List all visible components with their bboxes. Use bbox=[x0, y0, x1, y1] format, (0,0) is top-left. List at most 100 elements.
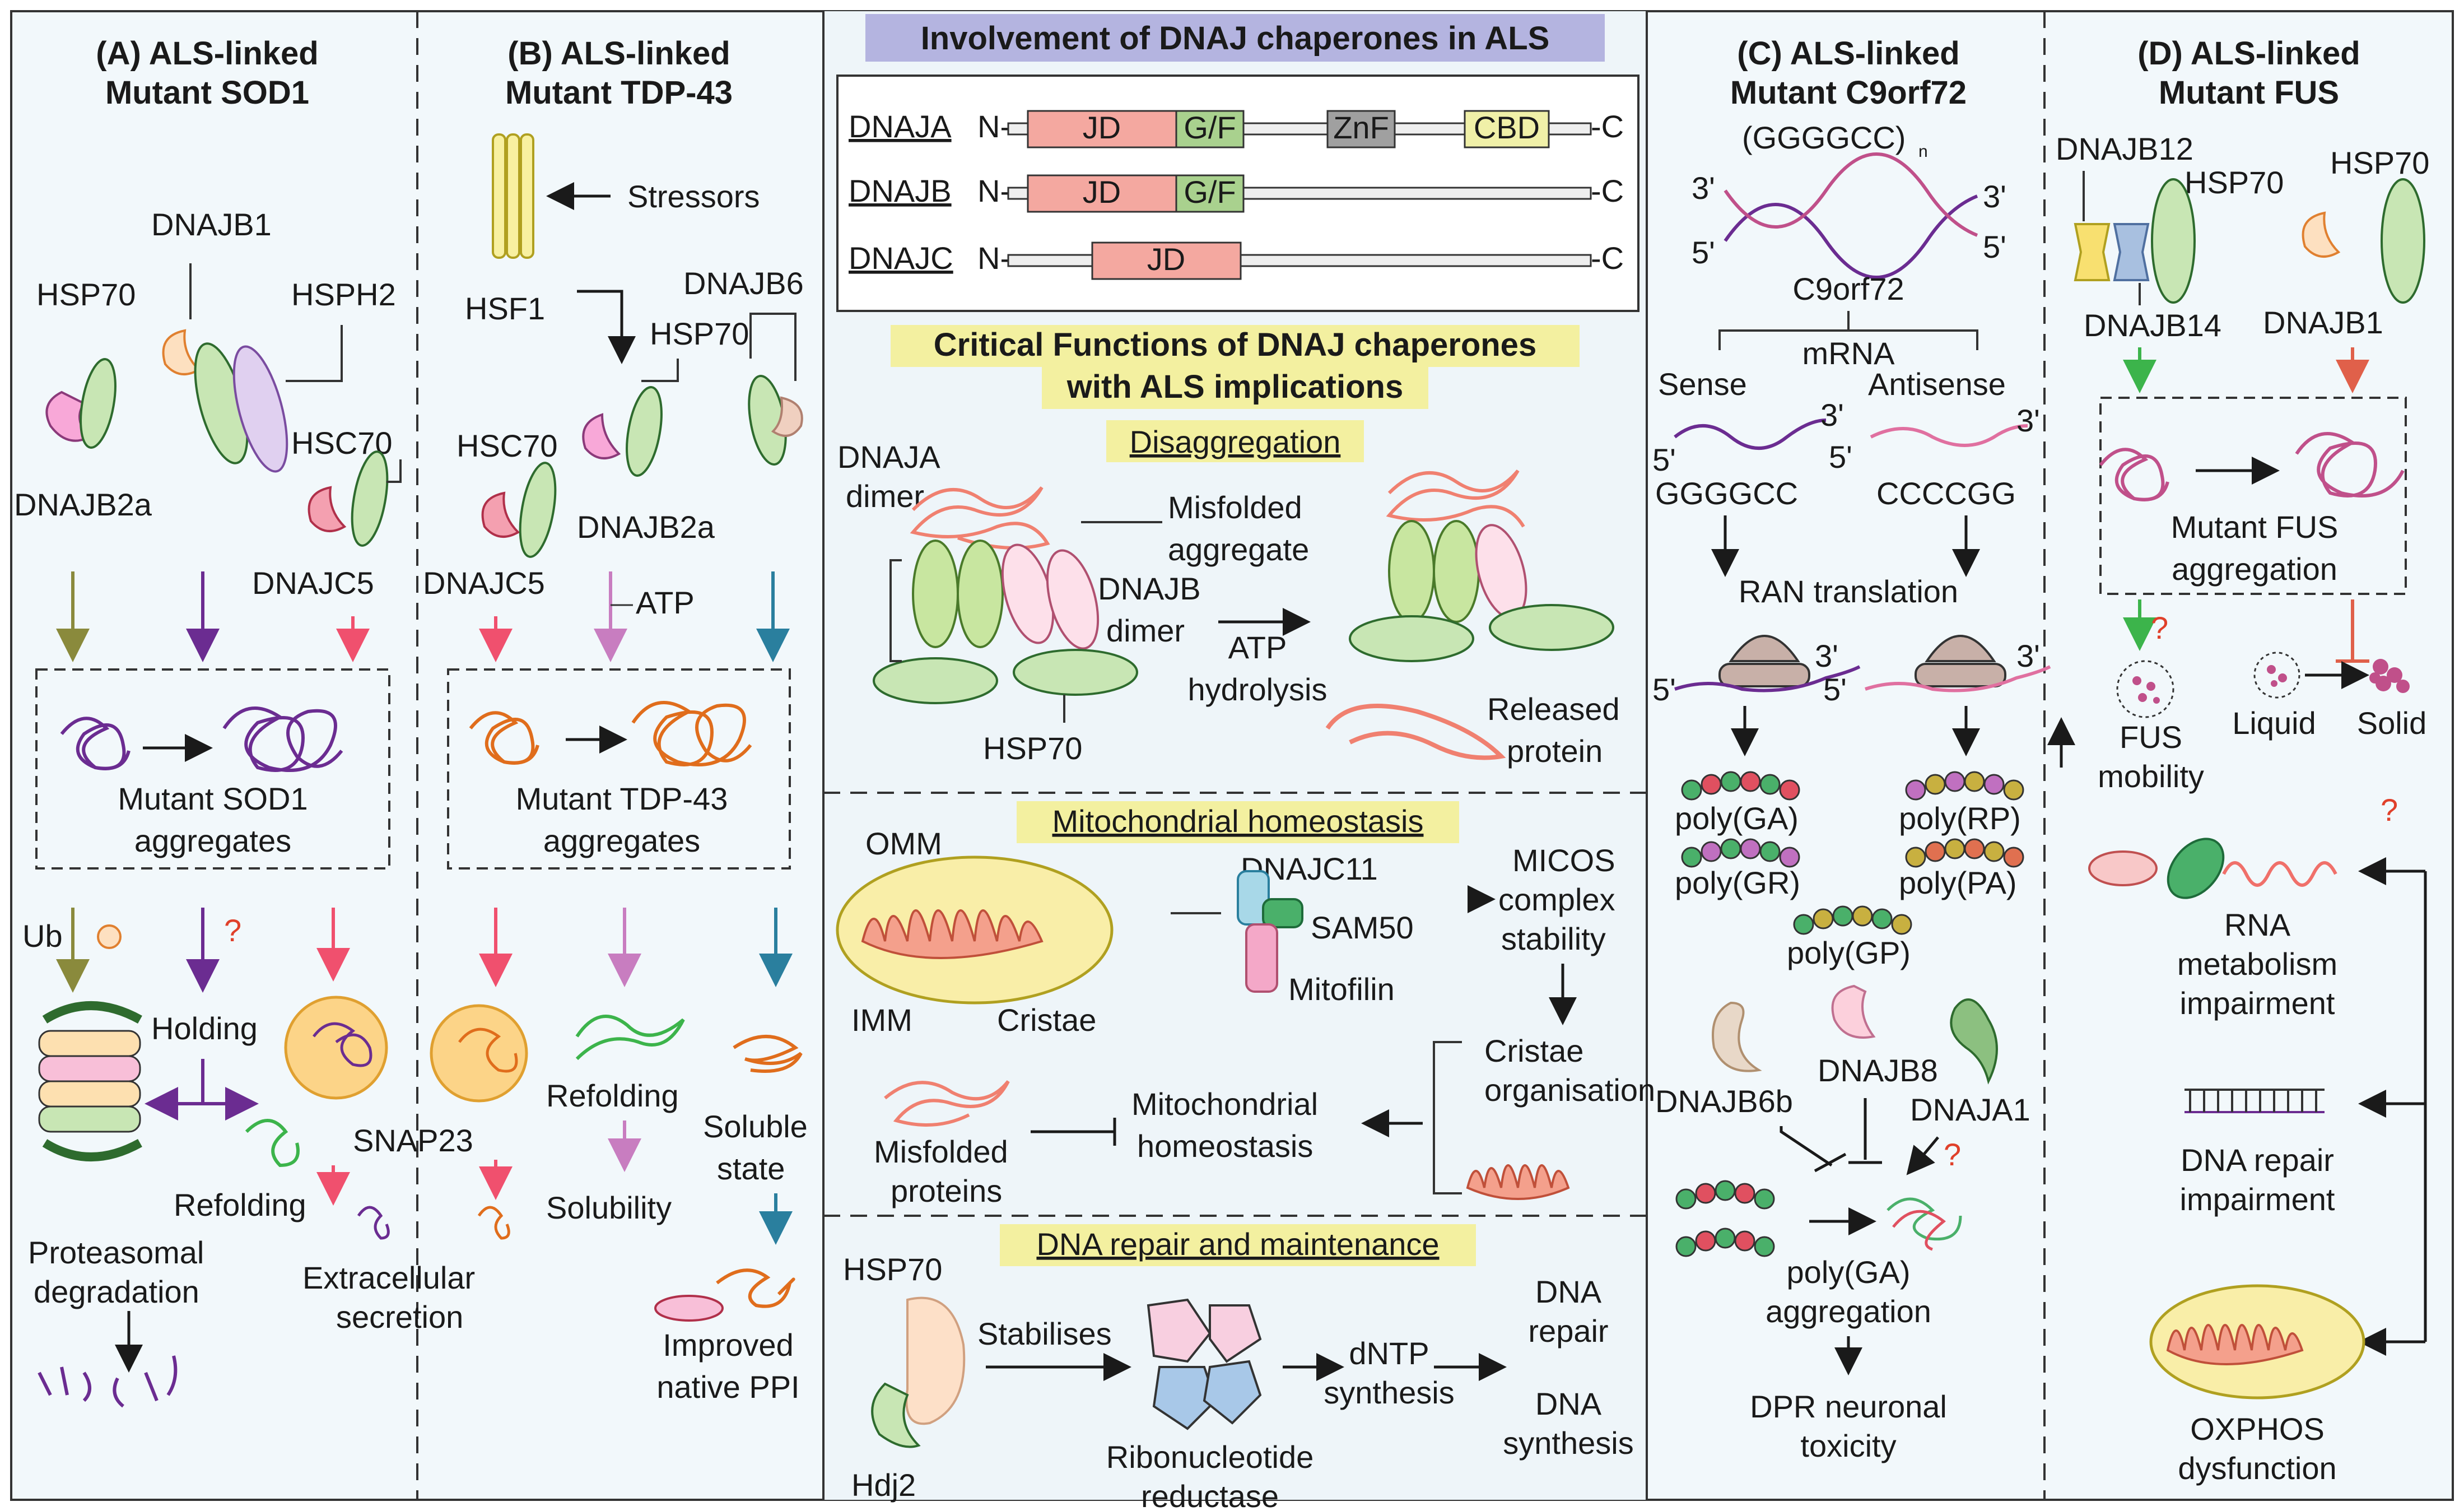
label-snap23: SNAP23 bbox=[353, 1123, 473, 1158]
label-repeat: (GGGGCC) bbox=[1742, 120, 1906, 155]
label-5prime-as: 5' bbox=[1829, 439, 1852, 475]
label-complex: complex bbox=[1498, 882, 1615, 917]
label-dnajb6b: DNAJB6b bbox=[1655, 1084, 1793, 1119]
label-ccccgg: CCCCGG bbox=[1876, 476, 2016, 511]
label-soluble: Soluble bbox=[703, 1109, 808, 1144]
label-3prime-b: 3' bbox=[1983, 179, 2006, 214]
label-refolding-b: Refolding bbox=[546, 1078, 679, 1113]
label-5prime-b: 5' bbox=[1983, 229, 2006, 264]
n-terminus-c: N- bbox=[977, 240, 1010, 276]
ribosome-antisense bbox=[1865, 635, 2051, 692]
cbd-domain: CBD bbox=[1474, 110, 1540, 145]
sod1-aggregates-label-2: aggregates bbox=[134, 823, 291, 858]
label-state: state bbox=[717, 1151, 785, 1186]
label-mito-homeostasis-1: Mitochondrial bbox=[1131, 1086, 1318, 1122]
label-poly-gr: poly(GR) bbox=[1675, 865, 1800, 900]
n-terminus: N- bbox=[977, 109, 1010, 144]
poly-gr-chain bbox=[1681, 838, 1800, 868]
label-hsph2: HSPH2 bbox=[291, 277, 396, 312]
label-extracellular: Extracellular bbox=[302, 1260, 475, 1295]
sod1-monomer bbox=[60, 717, 131, 770]
label-degradation: degradation bbox=[34, 1274, 199, 1309]
label-3prime-s: 3' bbox=[1820, 397, 1844, 433]
label-mitofilin: Mitofilin bbox=[1288, 971, 1395, 1007]
panel-a-title: (A) ALS-linked bbox=[96, 35, 318, 72]
label-improved: Improved bbox=[663, 1327, 793, 1363]
panel-b: (B) ALS-linked Mutant TDP-43 Stressors H… bbox=[423, 35, 808, 1405]
misfolded-aggregate bbox=[910, 486, 1050, 550]
label-atp: ATP bbox=[1228, 630, 1287, 665]
peptide-fragments bbox=[38, 1355, 178, 1408]
label-cristae: Cristae bbox=[997, 1002, 1096, 1038]
label-3prime-r2: 3' bbox=[2016, 638, 2040, 673]
label-5prime-s: 5' bbox=[1652, 442, 1676, 477]
c-terminus-c: -C bbox=[1591, 240, 1624, 276]
label-holding: Holding bbox=[151, 1011, 258, 1046]
mito-title: Mitochondrial homeostasis bbox=[1052, 803, 1424, 839]
label-poly-pa: poly(PA) bbox=[1899, 865, 2017, 900]
label-hsp70-b: HSP70 bbox=[650, 316, 749, 351]
sod1-aggregates-label-1: Mutant SOD1 bbox=[118, 781, 308, 816]
fus-aggregation-label-1: Mutant FUS bbox=[2171, 509, 2339, 545]
panel-b-subtitle: Mutant TDP-43 bbox=[505, 75, 733, 111]
panel-c-subtitle: Mutant C9orf72 bbox=[1730, 75, 1967, 111]
label-dnajb6: DNAJB6 bbox=[683, 266, 804, 301]
label-repeat-sub: n bbox=[1918, 142, 1928, 161]
label-dna-synthesis-1: DNA bbox=[1535, 1386, 1602, 1421]
label-proteasomal: Proteasomal bbox=[28, 1235, 204, 1270]
panel-c: (C) ALS-linked Mutant C9orf72 (GGGGCC) n… bbox=[1652, 35, 2051, 1463]
question-mark: ? bbox=[224, 913, 241, 948]
label-dpr-1: DPR neuronal bbox=[1750, 1389, 1947, 1424]
label-3prime-r1: 3' bbox=[1815, 638, 1838, 673]
jd-domain: JD bbox=[1083, 110, 1121, 145]
question-mark-c: ? bbox=[1944, 1137, 1961, 1172]
label-fus: FUS bbox=[2120, 719, 2182, 755]
label-released: Released bbox=[1487, 691, 1620, 727]
dnajc5-shape bbox=[308, 486, 347, 532]
label-dnajb8: DNAJB8 bbox=[1818, 1053, 1938, 1088]
panel-d: (D) ALS-linked Mutant FUS DNAJB12 HSP70 … bbox=[2047, 35, 2429, 1486]
main-title: Involvement of DNAJ chaperones in ALS bbox=[921, 20, 1550, 57]
label-5prime-a: 5' bbox=[1692, 235, 1715, 270]
label-ggggcc: GGGGCC bbox=[1655, 476, 1798, 511]
label-misfolded-proteins-1: Misfolded bbox=[874, 1134, 1008, 1169]
jd-domain-b: JD bbox=[1083, 174, 1121, 210]
hsph2-shape bbox=[232, 345, 288, 473]
label-metabolism: metabolism bbox=[2177, 946, 2337, 982]
question-mark-d1: ? bbox=[2151, 610, 2168, 645]
label-liquid: Liquid bbox=[2232, 705, 2316, 741]
label-mrna: mRNA bbox=[1802, 336, 1895, 371]
hsc70-shape bbox=[351, 450, 389, 547]
tdp43-aggregates-label-2: aggregates bbox=[543, 823, 700, 858]
label-hsp70-d1: HSP70 bbox=[2184, 165, 2284, 200]
main-title-box bbox=[865, 14, 1605, 62]
poly-rp-chain bbox=[1905, 771, 2024, 801]
ub-circle bbox=[97, 924, 122, 949]
label-hsf1: HSF1 bbox=[465, 291, 545, 326]
label-secretion: secretion bbox=[336, 1299, 463, 1335]
label-poly-ga-agg-2: aggregation bbox=[1766, 1294, 1931, 1329]
label-dysfunction: dysfunction bbox=[2178, 1450, 2336, 1486]
dna-title: DNA repair and maintenance bbox=[1036, 1226, 1439, 1262]
label-rna-impairment: impairment bbox=[2180, 985, 2335, 1021]
poly-ga-chain bbox=[1681, 771, 1800, 801]
label-hsp70: HSP70 bbox=[36, 277, 136, 312]
label-ribonucleotide: Ribonucleotide bbox=[1106, 1439, 1313, 1475]
label-solid: Solid bbox=[2357, 705, 2427, 741]
label-poly-gp: poly(GP) bbox=[1787, 935, 1911, 970]
label-dnaja1: DNAJA1 bbox=[1910, 1092, 2030, 1127]
label-poly-ga-agg-1: poly(GA) bbox=[1787, 1254, 1911, 1290]
label-3prime-as: 3' bbox=[2016, 403, 2040, 438]
label-dna-impairment: impairment bbox=[2180, 1182, 2335, 1217]
disaggregation-title: Disaggregation bbox=[1130, 424, 1341, 459]
label-sense: Sense bbox=[1658, 366, 1747, 402]
dnajb1-shape bbox=[162, 329, 201, 375]
proteasome-shape bbox=[38, 1001, 142, 1161]
label-native-ppi: native PPI bbox=[656, 1369, 799, 1405]
znf-domain: ZnF bbox=[1333, 110, 1389, 145]
label-dnajb2a: DNAJB2a bbox=[14, 487, 152, 522]
label-mobility: mobility bbox=[2098, 759, 2204, 794]
label-3prime-a: 3' bbox=[1692, 170, 1715, 206]
panel-d-title: (D) ALS-linked bbox=[2137, 35, 2360, 72]
